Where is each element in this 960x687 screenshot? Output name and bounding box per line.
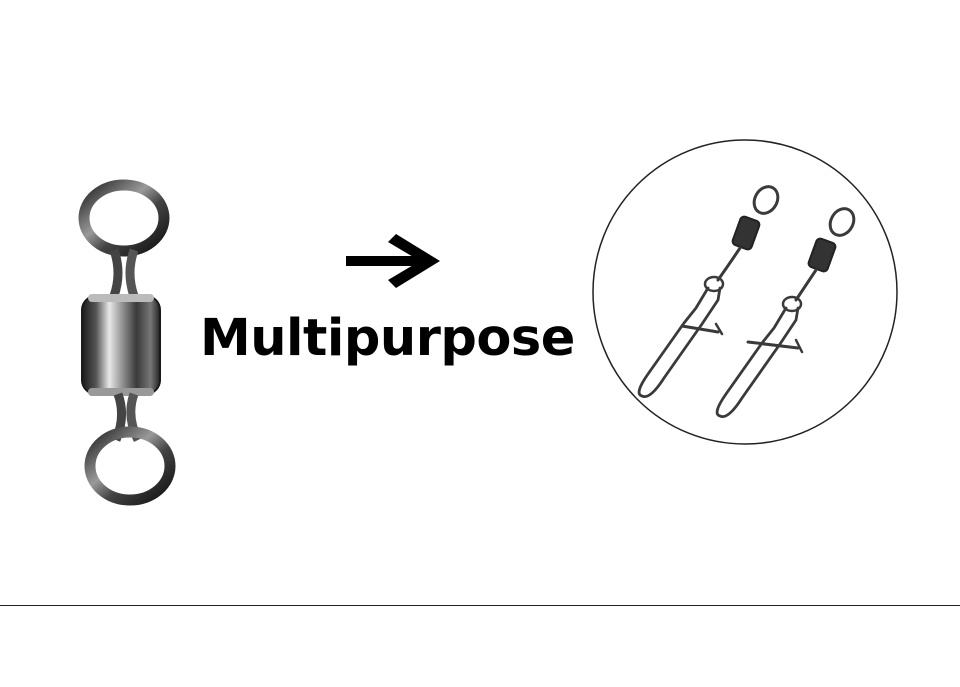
headline-text: Multipurpose xyxy=(200,309,575,368)
arrow-right-icon xyxy=(346,234,440,288)
rolling-swivel-icon xyxy=(78,179,176,506)
snap-swivel-pair-icon xyxy=(592,139,898,445)
bottom-divider xyxy=(0,605,960,606)
